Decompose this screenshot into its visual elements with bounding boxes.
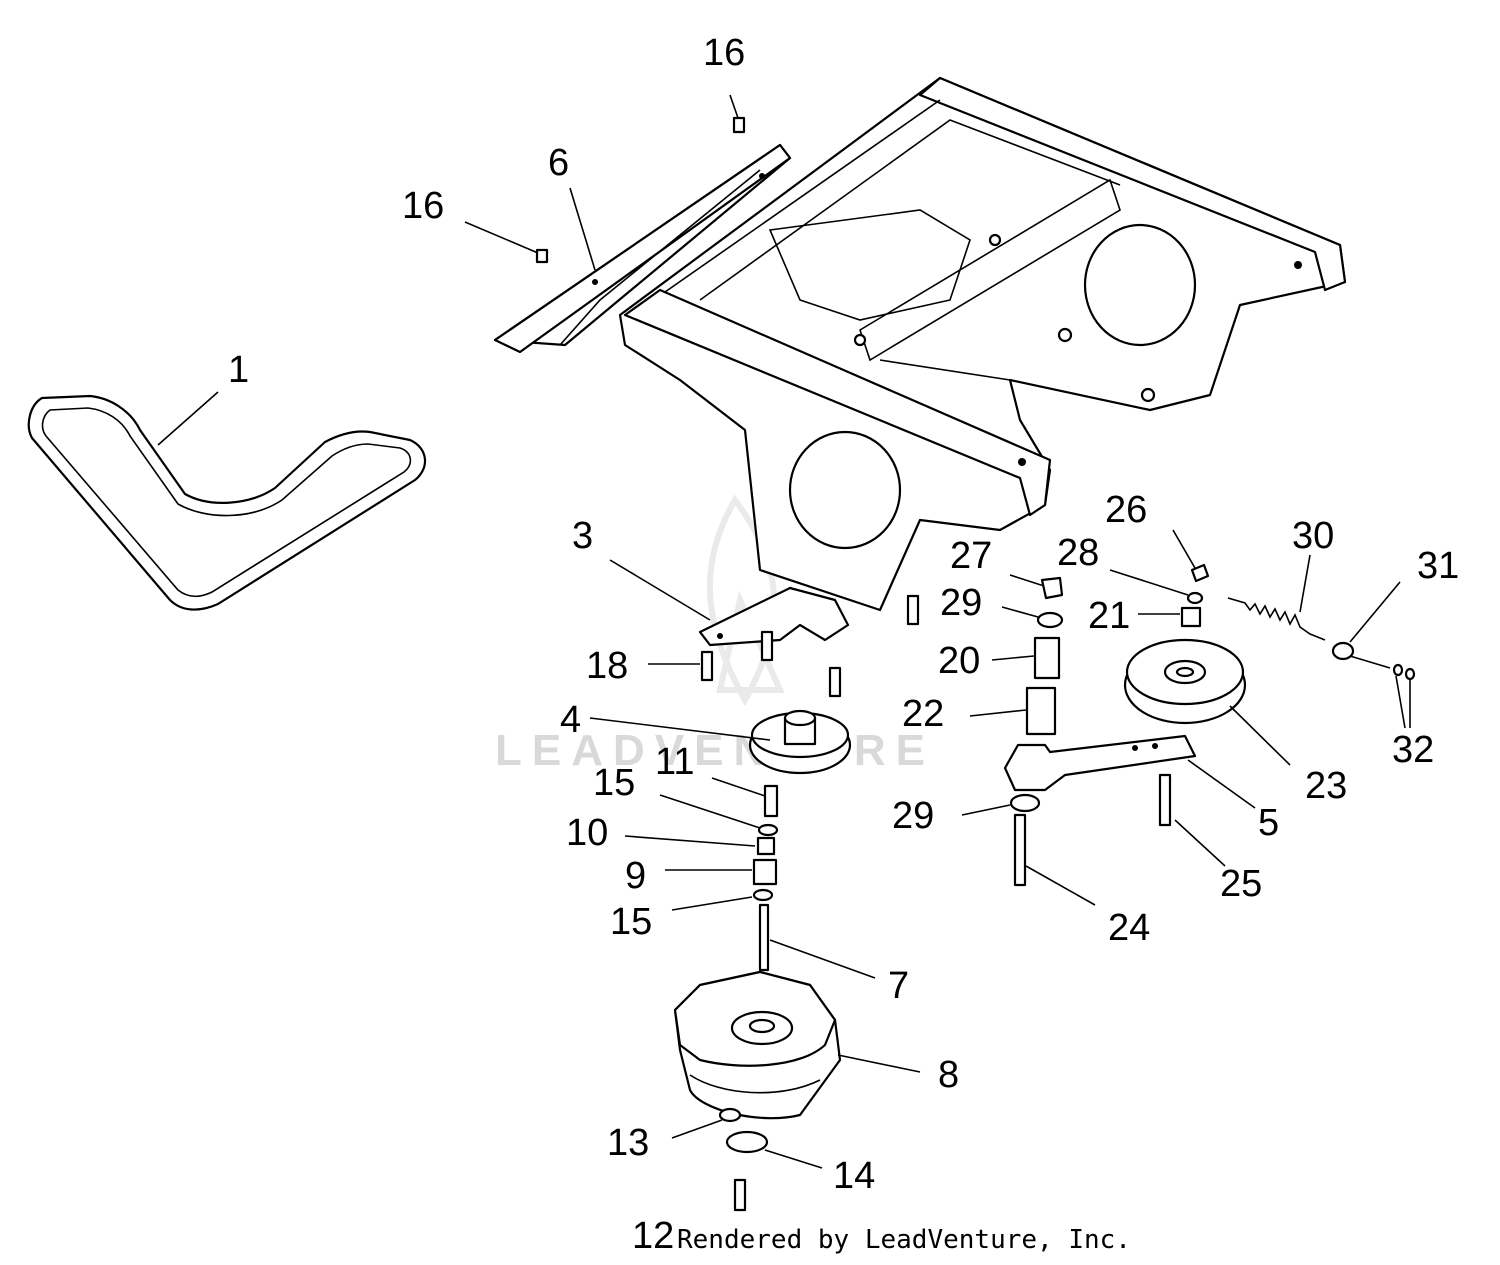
arm-hardware <box>1009 773 1172 887</box>
idler-arm <box>1003 734 1197 792</box>
callout-25: 25 <box>1220 863 1262 905</box>
callout-22: 22 <box>902 693 944 735</box>
callout-15-lower: 15 <box>610 901 652 943</box>
idler-hardware <box>1025 563 1210 736</box>
callout-1: 1 <box>228 349 249 391</box>
credit-text: Rendered by LeadVenture, Inc. <box>677 1225 1131 1255</box>
eyebolt <box>1331 641 1416 681</box>
callout-10: 10 <box>566 812 608 854</box>
callout-6: 6 <box>548 142 569 184</box>
stack-hardware <box>752 784 779 902</box>
bolt-18 <box>700 594 920 698</box>
clutch-hardware <box>718 1107 769 1212</box>
mounting-bracket <box>698 586 850 647</box>
callout-32: 32 <box>1392 729 1434 771</box>
callout-7: 7 <box>888 965 909 1007</box>
callout-18: 18 <box>586 645 628 687</box>
callout-29-lower: 29 <box>892 795 934 837</box>
bolt-16-top <box>732 116 746 134</box>
callout-20: 20 <box>938 640 980 682</box>
drive-belt <box>27 394 426 611</box>
callout-16-top: 16 <box>703 32 745 74</box>
callout-23: 23 <box>1305 765 1347 807</box>
callout-28: 28 <box>1057 532 1099 574</box>
callout-13: 13 <box>607 1122 649 1164</box>
callout-29-upper: 29 <box>940 582 982 624</box>
callout-31: 31 <box>1417 545 1459 587</box>
idler-pulley <box>1123 638 1247 725</box>
deck-frame <box>618 76 1347 612</box>
electric-clutch <box>673 970 842 1120</box>
callouts: 16 16 6 1 3 18 4 11 15 10 9 15 7 8 13 14… <box>228 32 1459 1257</box>
callout-4: 4 <box>560 699 581 741</box>
idler-spring <box>1227 597 1326 641</box>
callout-12: 12 <box>632 1215 674 1257</box>
callout-26: 26 <box>1105 489 1147 531</box>
callout-3: 3 <box>572 515 593 557</box>
callout-30: 30 <box>1292 515 1334 557</box>
callout-9: 9 <box>625 855 646 897</box>
callout-16-left: 16 <box>402 185 444 227</box>
callout-11: 11 <box>655 741 694 783</box>
drive-pulley <box>748 709 852 775</box>
callout-21: 21 <box>1088 595 1130 637</box>
callout-14: 14 <box>833 1155 875 1197</box>
bolt-16-left <box>535 248 549 264</box>
callout-5: 5 <box>1258 802 1279 844</box>
watermark-text: LEADVENTURE <box>495 726 935 775</box>
deflector-plate <box>493 143 792 354</box>
callout-15-upper: 15 <box>593 762 635 804</box>
callout-8: 8 <box>938 1054 959 1096</box>
callout-27: 27 <box>950 535 992 577</box>
callout-24: 24 <box>1108 907 1150 949</box>
leader-lines <box>157 94 1411 1169</box>
shaft <box>758 903 770 972</box>
